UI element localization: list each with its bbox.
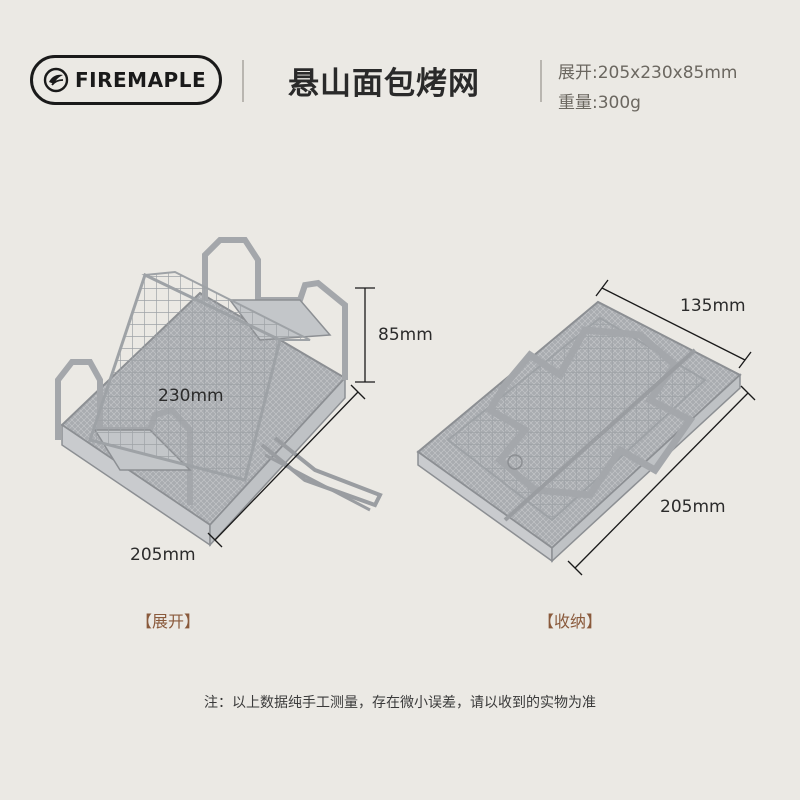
dim-length-folded-label: 205mm	[660, 497, 726, 517]
caption-open: 【展开】	[136, 612, 201, 631]
dim-length-label: 230mm	[158, 386, 224, 406]
maple-leaf-icon	[43, 67, 69, 93]
dim-width-open-label: 205mm	[130, 545, 196, 565]
toaster-open-image	[55, 237, 383, 548]
caption-folded: 【收纳】	[538, 612, 603, 631]
spec-size: 展开:205x230x85mm	[558, 63, 738, 83]
dim-width-folded-label: 135mm	[680, 296, 746, 316]
product-title: 悬山面包烤网	[288, 66, 480, 102]
measurement-note: 注：以上数据纯手工测量，存在微小误差，请以收到的实物为准	[204, 695, 596, 711]
header-divider-left	[242, 60, 244, 102]
dim-height-label: 85mm	[378, 325, 433, 345]
toaster-folded-image	[416, 279, 756, 576]
spec-weight: 重量:300g	[558, 93, 641, 113]
brand-name: FIREMAPLE	[75, 68, 207, 92]
header-divider-right	[540, 60, 542, 102]
brand-logo: FIREMAPLE	[30, 55, 222, 105]
